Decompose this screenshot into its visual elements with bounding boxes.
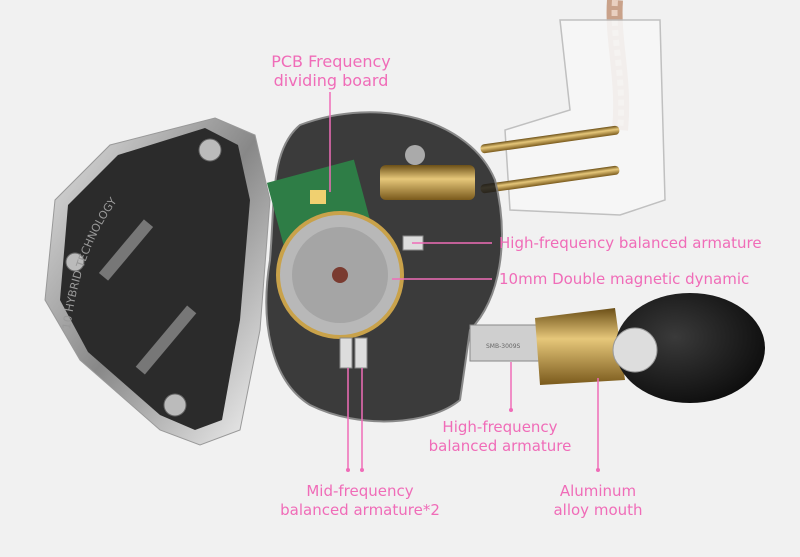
- label-mouth-line2: alloy mouth: [553, 501, 643, 519]
- label-hf-armature-bottom: High-frequency balanced armature: [429, 418, 572, 456]
- leader-dots: [346, 408, 600, 472]
- label-pcb-line2: dividing board: [273, 71, 389, 90]
- label-mouth-line1: Aluminum: [559, 482, 637, 500]
- dynamic-driver: [276, 211, 404, 339]
- mf-armatures: [339, 337, 368, 369]
- aluminum-mouth: [535, 308, 625, 385]
- label-pcb-line1: PCB Frequency: [271, 52, 391, 71]
- label-dynamic-driver: 10mm Double magnetic dynamic: [499, 270, 750, 288]
- label-hf-armature-top: High-frequency balanced armature: [499, 234, 762, 252]
- label-mf-line1: Mid-frequency: [306, 482, 414, 500]
- eartip: [612, 293, 765, 403]
- cable-connector: [480, 19, 666, 216]
- label-pcb: PCB Frequency dividing board: [271, 52, 391, 90]
- connector-socket: [380, 165, 475, 200]
- label-mouth: Aluminum alloy mouth: [553, 482, 642, 520]
- label-mf-line2: balanced armature*2: [280, 501, 440, 519]
- faceplate: 10 HYBRID TECHNOLOGY: [44, 117, 271, 446]
- label-hf-bottom-line2: balanced armature: [428, 437, 572, 455]
- nozzle-tube: SMB-3009S: [469, 324, 541, 362]
- nozzle-marking: SMB-3009S: [486, 343, 521, 350]
- label-hf-bottom-line1: High-frequency: [442, 418, 558, 436]
- leader-lines: [329, 92, 599, 470]
- label-mf-armature: Mid-frequency balanced armature*2: [280, 482, 440, 520]
